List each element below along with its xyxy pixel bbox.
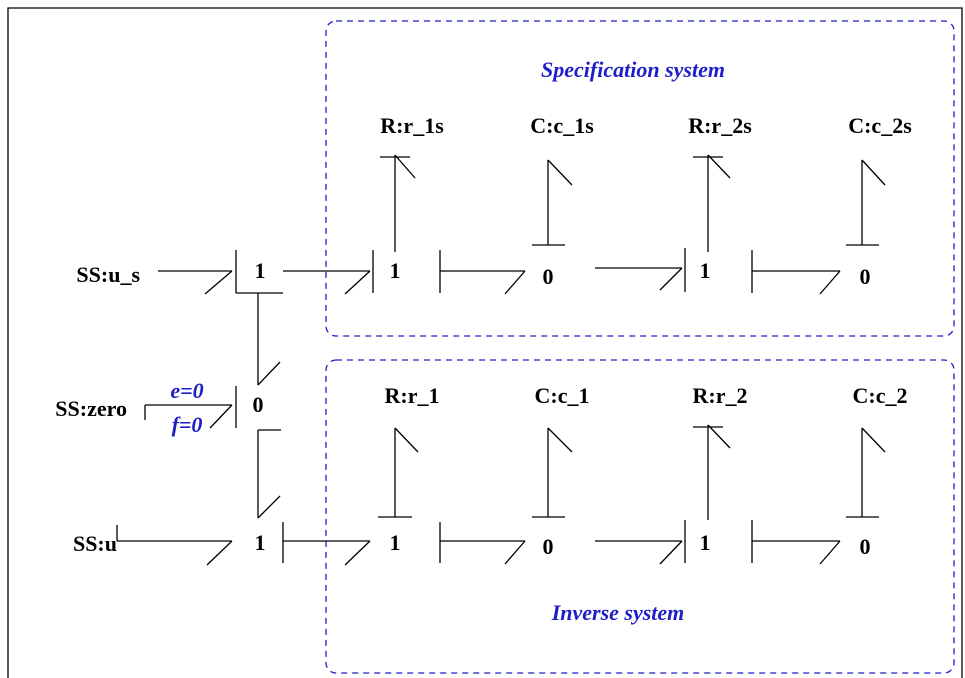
bond-inv-2-to-zero-2 xyxy=(751,520,841,565)
component-label-c-2: C:c_2 xyxy=(853,383,908,408)
bond-inv-c1 xyxy=(532,427,573,518)
flow-label: f=0 xyxy=(172,412,203,437)
bond-us-to-junction xyxy=(158,250,237,295)
bond-inv-r2 xyxy=(693,424,731,520)
bond-u-to-junction xyxy=(116,525,233,566)
junction-zero-middle: 0 xyxy=(253,392,264,417)
component-label-r-1: R:r_1 xyxy=(385,383,440,408)
source-label-u: SS:u xyxy=(73,531,117,556)
junction-one-inv-1: 1 xyxy=(390,530,401,555)
bond-inv-1-to-zero-1 xyxy=(439,522,526,565)
source-label-zero: SS:zero xyxy=(55,396,127,421)
bond-spec-r1 xyxy=(380,154,416,252)
junction-zero-inv-1: 0 xyxy=(543,534,554,559)
inverse-system-box xyxy=(325,359,955,674)
effort-label: e=0 xyxy=(170,378,203,403)
bond-inv-r1 xyxy=(378,427,419,518)
bond-spec-1-to-zero-1 xyxy=(439,250,526,295)
specification-system-title: Specification system xyxy=(541,57,725,82)
bond-zero-1-to-inv-2 xyxy=(595,520,686,565)
junction-one-input-inv: 1 xyxy=(255,530,266,555)
bond-inv-c2 xyxy=(846,427,886,518)
junction-one-spec-2: 1 xyxy=(700,258,711,283)
bond-spec-r2 xyxy=(693,154,731,252)
component-label-c-2s: C:c_2s xyxy=(848,113,912,138)
bond-spec-2-to-zero-2 xyxy=(751,250,841,295)
component-label-c-1s: C:c_1s xyxy=(530,113,594,138)
source-label-u-s: SS:u_s xyxy=(76,262,140,287)
junction-one-inv-2: 1 xyxy=(700,530,711,555)
bond-spec-c2 xyxy=(846,159,886,246)
bond-spec-c1 xyxy=(532,159,573,246)
junction-one-input-spec: 1 xyxy=(255,258,266,283)
junction-one-spec-1: 1 xyxy=(390,258,401,283)
bond-zero-to-bottom-junction xyxy=(257,429,281,519)
specification-system-box xyxy=(325,20,955,337)
junction-zero-spec-2: 0 xyxy=(860,264,871,289)
junction-zero-spec-1: 0 xyxy=(543,264,554,289)
junction-zero-inv-2: 0 xyxy=(860,534,871,559)
component-label-r-2: R:r_2 xyxy=(693,383,748,408)
bond-zero-1-to-spec-2 xyxy=(595,248,686,292)
outer-frame xyxy=(7,7,963,678)
inverse-system-title: Inverse system xyxy=(551,600,685,625)
bond-junction-to-spec-1 xyxy=(283,250,374,295)
bond-top-junction-to-zero xyxy=(236,292,283,386)
component-label-c-1: C:c_1 xyxy=(535,383,590,408)
bond-ss-zero-to-zero xyxy=(144,386,237,429)
component-label-r-1s: R:r_1s xyxy=(380,113,444,138)
component-label-r-2s: R:r_2s xyxy=(688,113,752,138)
bond-junction-to-inv-1 xyxy=(282,522,371,566)
